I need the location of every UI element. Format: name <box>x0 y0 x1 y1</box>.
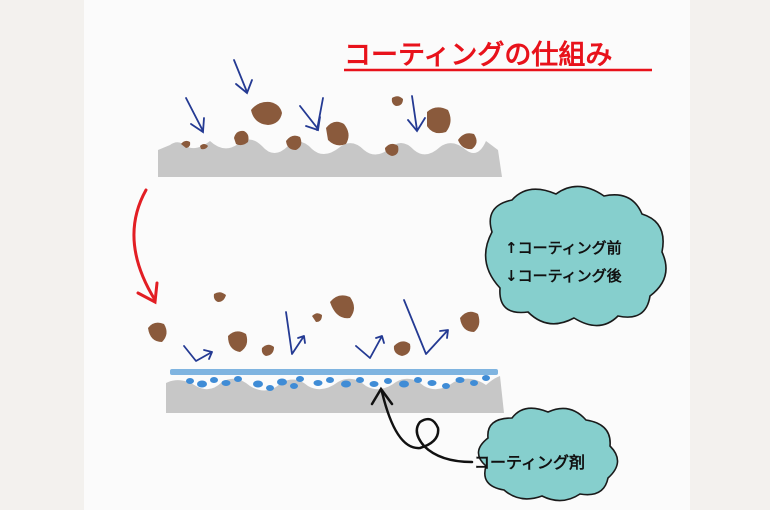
coating-droplet <box>442 383 450 389</box>
title: コーティングの仕組み <box>344 39 612 71</box>
dirt-particle <box>427 107 451 134</box>
coating-droplet <box>277 378 287 386</box>
curly-arrow <box>380 390 474 464</box>
arrow-down <box>407 95 426 133</box>
dirt-particles-top <box>181 96 477 156</box>
coating-droplet <box>197 380 207 388</box>
coating-droplet <box>313 380 323 386</box>
dirt-particle <box>330 295 354 319</box>
cloud-shape <box>484 185 667 327</box>
coating-droplet <box>384 378 392 384</box>
legend-after: ↓コーティング後 <box>505 267 623 285</box>
dirt-particle <box>393 341 411 356</box>
dirt-particle <box>326 121 349 146</box>
coating-droplet <box>186 378 194 384</box>
coating-droplets <box>186 375 490 391</box>
dirt-particle <box>460 311 480 332</box>
rough-surface <box>158 139 502 177</box>
agent-label: コーティング剤 <box>474 453 585 472</box>
arrow-bounce <box>403 299 449 355</box>
dirt-particle <box>385 143 399 156</box>
coating-droplet <box>399 380 409 388</box>
incoming-arrows <box>185 59 426 134</box>
red-arrowhead <box>136 281 159 305</box>
bounce-arrows <box>183 299 449 362</box>
red-curve-arrow <box>132 188 157 302</box>
arrow-down <box>316 97 324 131</box>
dirt-particle <box>228 331 248 352</box>
coating-droplet <box>369 381 379 387</box>
coating-droplet <box>253 380 263 388</box>
coating-droplet <box>210 377 218 383</box>
dirt-particle <box>213 292 226 302</box>
dirt-particle <box>181 140 191 148</box>
legend-cloud: ↑コーティング前 ↓コーティング後 <box>484 185 667 327</box>
coating-droplet <box>296 376 304 382</box>
coating-droplet <box>470 380 478 386</box>
coating-droplet <box>234 376 242 382</box>
coating-droplet <box>414 377 422 383</box>
dirt-particle <box>458 133 477 150</box>
dirt-particle <box>234 130 249 146</box>
arrow-down <box>233 59 253 95</box>
arrow-down <box>185 97 205 134</box>
dirt-particle <box>148 322 167 342</box>
rough-surface-bottom <box>166 376 504 413</box>
arrow-bounce <box>355 335 385 359</box>
dirt-particle <box>391 96 403 106</box>
coating-droplet <box>266 385 274 391</box>
agent-cloud: コーティング剤 <box>474 407 619 502</box>
legend-before: ↑コーティング前 <box>505 239 622 257</box>
dirt-particle <box>251 101 282 125</box>
coating-droplet <box>290 383 298 389</box>
surface-after-coating <box>166 369 504 413</box>
agent-cloud-shape <box>477 407 619 502</box>
coating-droplet <box>482 375 490 381</box>
dirt-particles-bottom <box>148 292 480 356</box>
transition-arrow <box>132 188 159 305</box>
surface-before-coating <box>158 139 502 177</box>
coating-droplet <box>326 377 334 383</box>
coating-layer <box>170 369 498 375</box>
dirt-particle <box>312 313 322 322</box>
arrow-bounce <box>183 345 213 362</box>
arrow-bounce <box>285 311 306 355</box>
coating-droplet <box>221 380 231 386</box>
coating-droplet <box>356 377 364 383</box>
dirt-particle <box>261 344 274 356</box>
dirt-particle <box>286 135 302 150</box>
curly-arrowhead <box>370 386 394 406</box>
dirt-particle <box>200 144 208 150</box>
coating-droplet <box>341 380 351 388</box>
coating-droplet <box>427 380 437 386</box>
agent-pointer <box>370 386 474 464</box>
coating-droplet <box>455 377 465 383</box>
